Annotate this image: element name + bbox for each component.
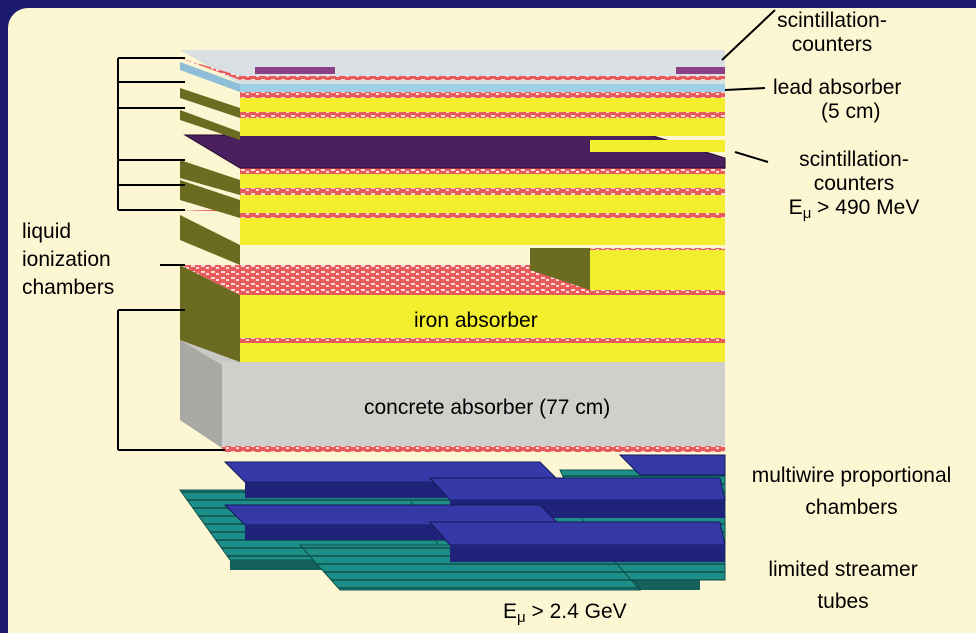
mwpc-label: multiwire proportional chambers (751, 464, 952, 519)
bottom-energy-label: Eμ > 2.4 GeV (503, 600, 627, 626)
lead-absorber-label: lead absorber (5 cm) (773, 76, 902, 123)
liquid-ionization-label: liquid ionization chambers (22, 220, 115, 299)
scintillation-top-label: scintillation- counters (777, 9, 887, 56)
concrete-absorber-label: concrete absorber (77 cm) (364, 396, 611, 419)
streamer-tubes-label: limited streamer tubes (768, 558, 918, 613)
iron-absorber-label: iron absorber (414, 309, 538, 332)
iron-stack (180, 50, 726, 362)
scintillation-mid-label: scintillation- counters Eμ > 490 MeV (788, 148, 920, 222)
concrete-block (180, 340, 725, 452)
mwpc-layers (223, 454, 726, 562)
bracket-lines (117, 9, 776, 451)
